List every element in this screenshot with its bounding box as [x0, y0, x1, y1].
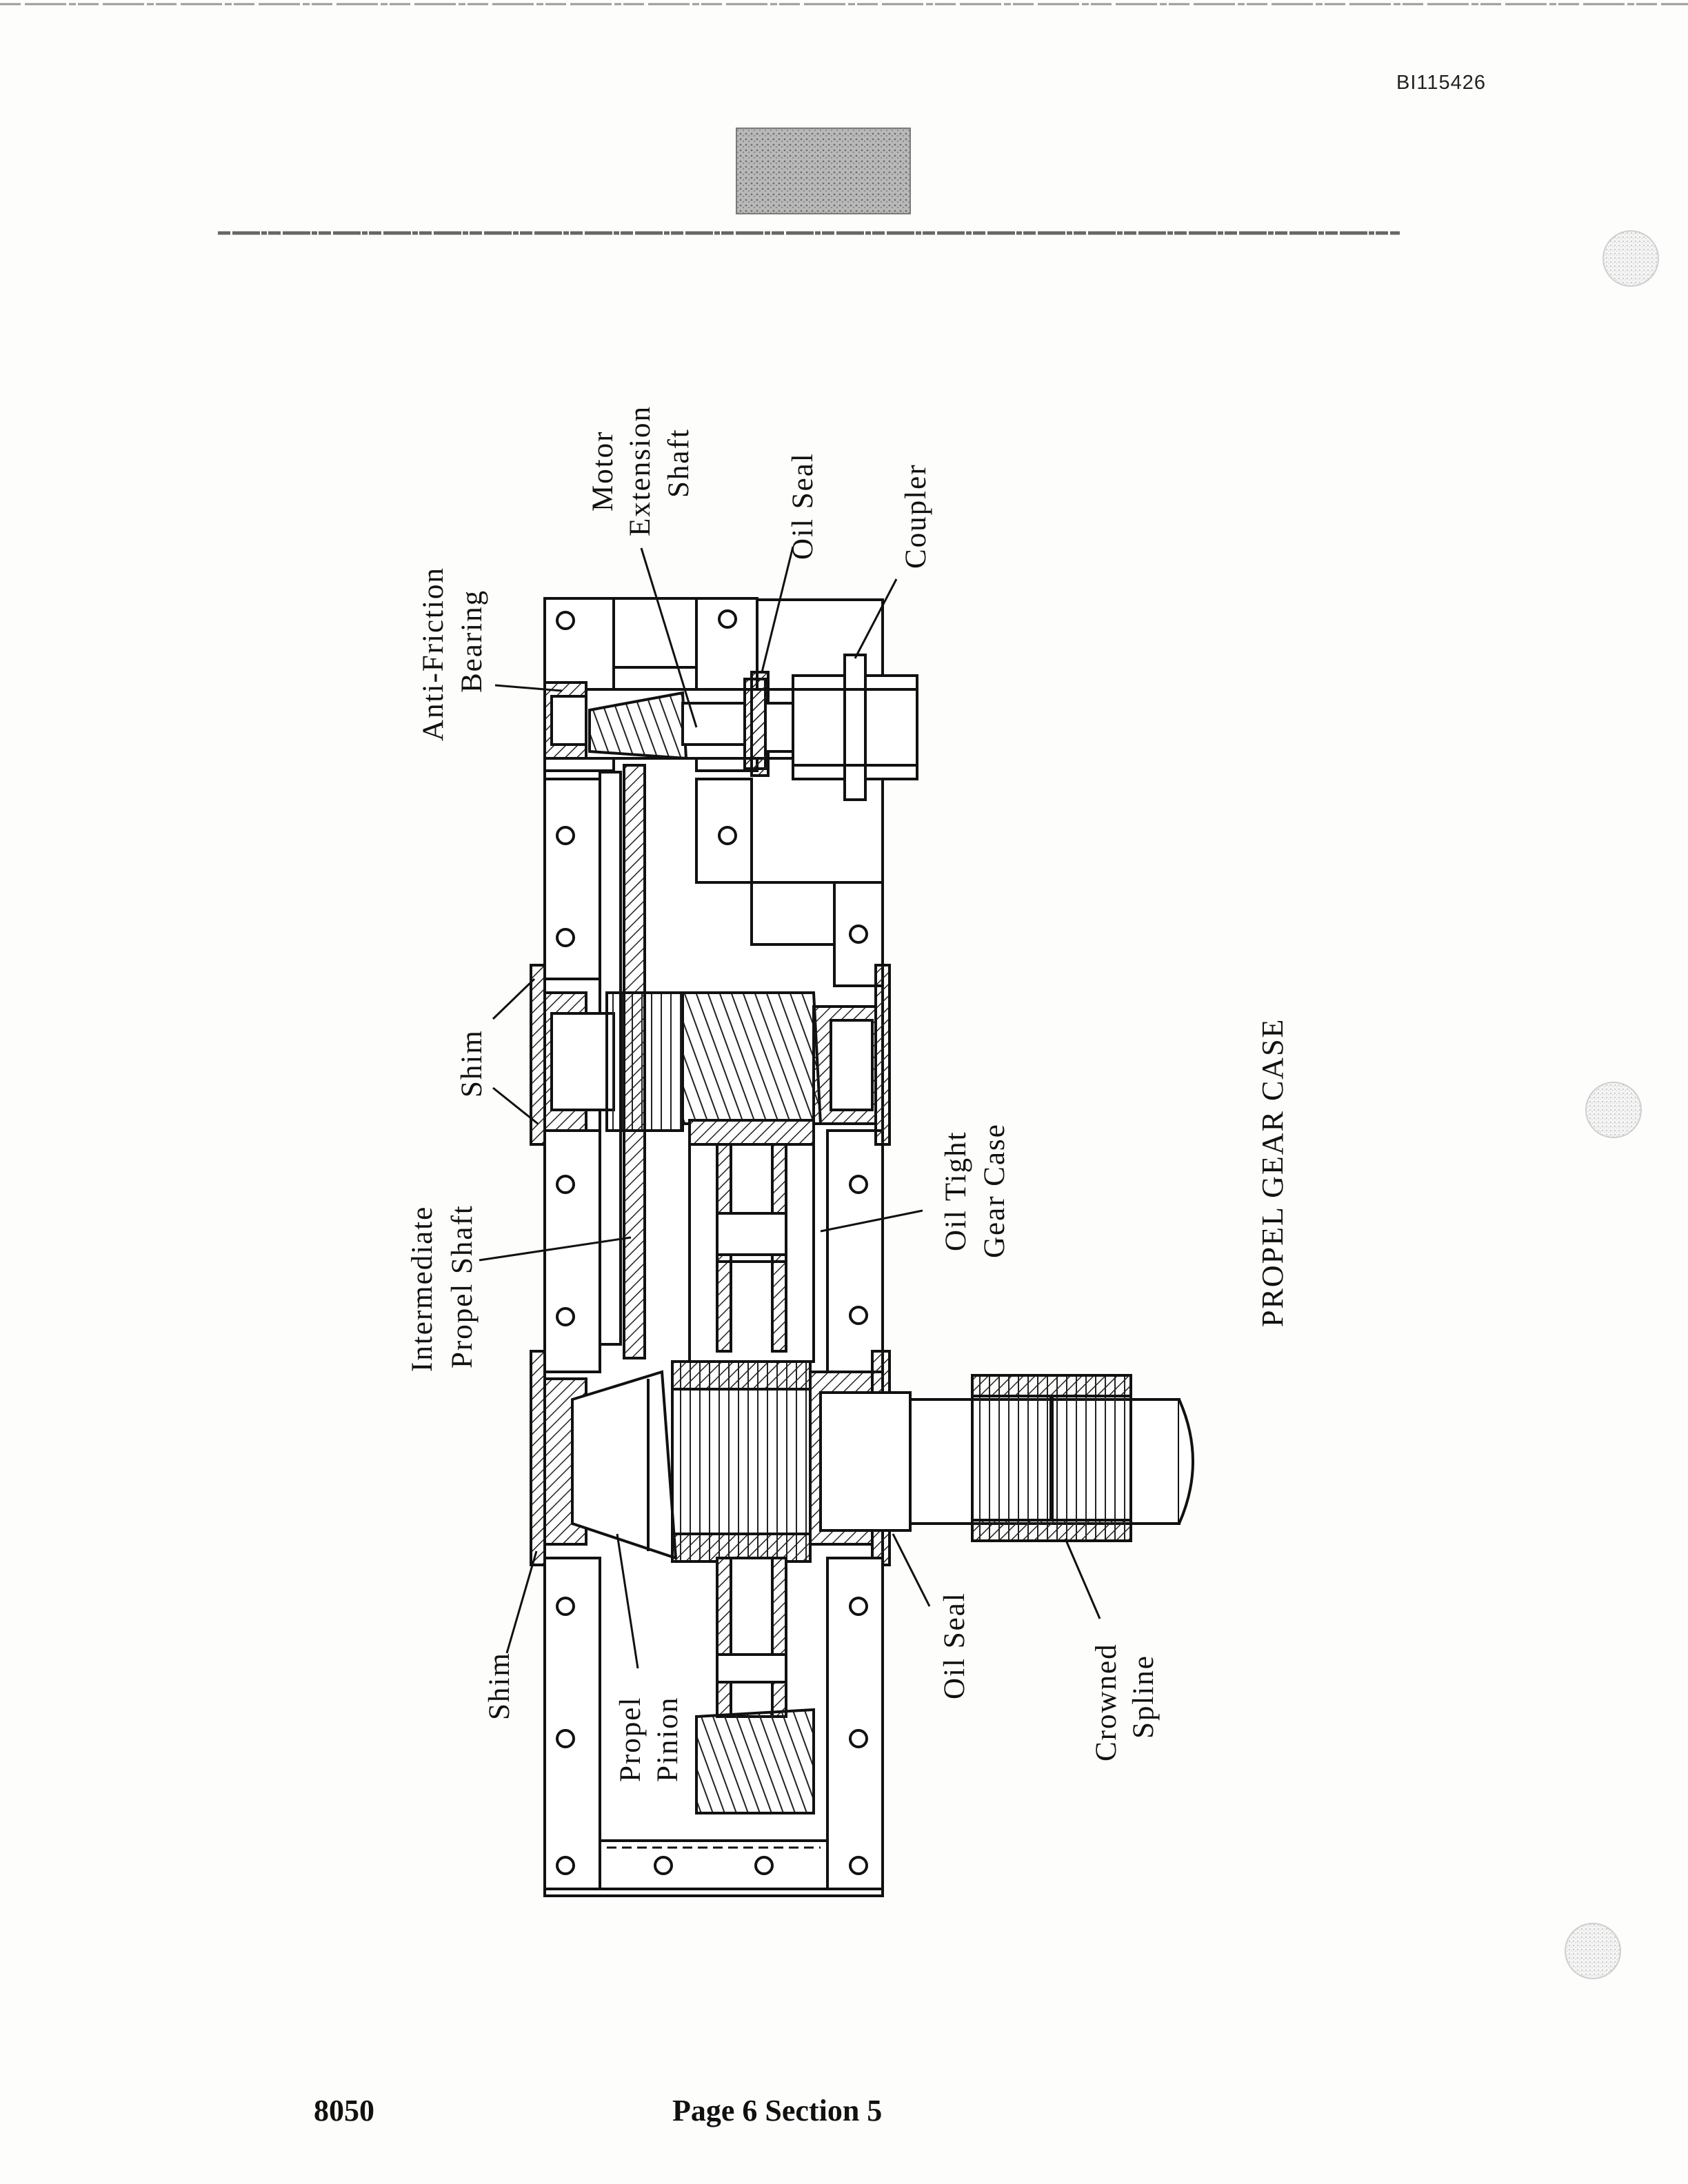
footer-model-number: 8050: [314, 2094, 374, 2127]
label-motor-extension-shaft-line1: Motor: [587, 431, 619, 512]
label-oil-seal-bottom: Oil Seal: [938, 1592, 971, 1699]
label-shim-upper: Shim: [456, 1029, 488, 1098]
label-coupler: Coupler: [900, 463, 932, 569]
label-crowned-spline-line2: Spline: [1127, 1655, 1160, 1739]
footer-page-section: Page 6 Section 5: [672, 2094, 883, 2127]
label-motor-extension-shaft-line2: Extension: [624, 405, 656, 536]
label-motor-extension-shaft-line3: Shaft: [663, 428, 695, 498]
label-oil-tight-gear-case-line1: Oil Tight: [940, 1131, 972, 1251]
intermediate-gear: [681, 991, 823, 1125]
punch-hole-bottom: [1565, 1923, 1621, 1979]
label-propel-pinion-line2: Pinion: [652, 1697, 684, 1782]
label-propel-pinion-line1: Propel: [614, 1697, 647, 1782]
company-logo: [736, 128, 911, 214]
propel-pinion: [571, 1370, 678, 1560]
document-id: BI115426: [1396, 72, 1487, 94]
label-anti-friction-bearing-line1: Anti-Friction: [417, 567, 450, 741]
label-oil-tight-gear-case-line2: Gear Case: [978, 1123, 1011, 1258]
gear-case-drawing: [530, 597, 1194, 1897]
label-intermediate-propel-shaft-line2: Propel Shaft: [446, 1204, 479, 1368]
label-oil-seal-top: Oil Seal: [787, 452, 819, 560]
leader-lines: [479, 546, 1101, 1669]
labels: Anti-Friction Bearing Motor Extension Sh…: [406, 405, 1289, 1782]
diagram-title: PROPEL GEAR CASE: [1256, 1018, 1289, 1327]
punch-hole-middle: [1585, 1082, 1642, 1138]
shim-upper-part: [530, 964, 546, 1146]
punch-hole-top: [1602, 230, 1659, 287]
label-shim-lower: Shim: [483, 1652, 516, 1720]
label-intermediate-propel-shaft-line1: Intermediate: [406, 1206, 439, 1372]
shim-lower-part: [530, 1350, 546, 1566]
label-anti-friction-bearing-line2: Bearing: [456, 589, 488, 693]
label-crowned-spline-line1: Crowned: [1090, 1643, 1123, 1761]
